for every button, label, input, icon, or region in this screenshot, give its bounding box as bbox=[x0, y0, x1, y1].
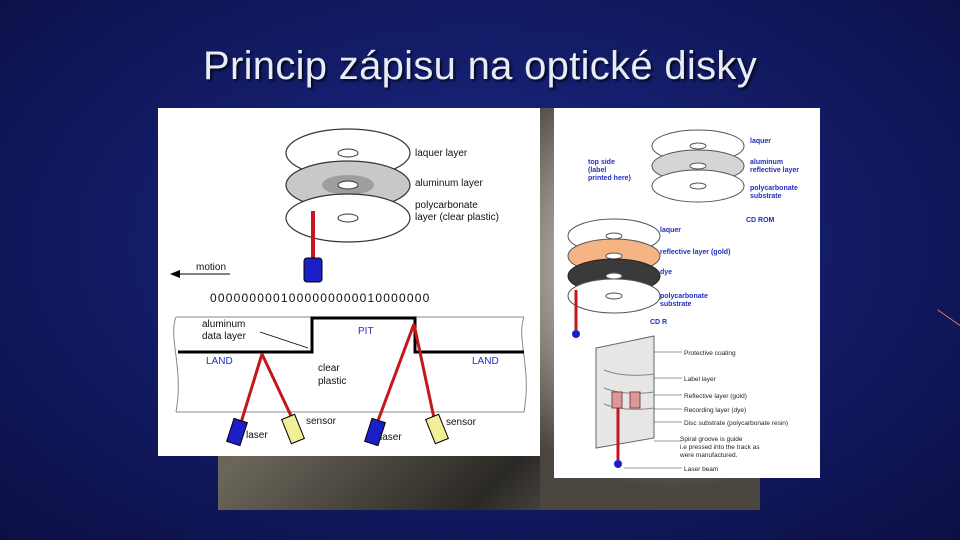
label-clear-plastic-layer: layer (clear plastic) bbox=[415, 212, 499, 223]
label-top-side-3: printed here) bbox=[588, 175, 631, 182]
bit-sequence: 0000000001000000000010000000 bbox=[210, 291, 430, 305]
cd-rom-cd-r-diagram: laquer aluminum reflective layer polycar… bbox=[554, 108, 820, 478]
laser-beam-right-in bbox=[376, 324, 414, 426]
label-dye: dye bbox=[660, 269, 672, 276]
label-disc-substrate: Disc substrate (polycarbonate resin) bbox=[684, 420, 788, 427]
laser-emitter-top bbox=[304, 258, 322, 282]
label-plastic: plastic bbox=[318, 376, 346, 387]
label-poly2-2: substrate bbox=[660, 301, 692, 308]
label-polycarbonate: polycarbonate bbox=[415, 200, 478, 211]
slide-title: Princip zápisu na optické disky bbox=[0, 44, 960, 89]
label-reflective-gold-2: Reflective layer (gold) bbox=[684, 393, 747, 400]
label-laquer-top: laquer bbox=[750, 138, 771, 145]
label-motion: motion bbox=[196, 262, 226, 273]
disc-cross-section bbox=[596, 336, 654, 468]
disc-polycarbonate-layer bbox=[286, 194, 410, 242]
label-pit: PIT bbox=[358, 326, 374, 337]
label-alu-1: aluminum bbox=[750, 159, 783, 166]
label-laser-right: laser bbox=[380, 432, 402, 443]
label-protective: Protective coating bbox=[684, 350, 736, 357]
cd-write-diagram: laquer layer aluminum layer polycarbonat… bbox=[158, 108, 540, 456]
label-spiral-2: i.e pressed into the track as bbox=[680, 444, 760, 451]
label-laquer-mid: laquer bbox=[660, 227, 681, 234]
label-spiral-1: Spiral groove is guide bbox=[680, 436, 743, 443]
label-aluminum: aluminum bbox=[202, 319, 245, 330]
laser-beam-left-in bbox=[240, 354, 262, 426]
laser-emitter-left bbox=[227, 418, 248, 445]
label-land-right: LAND bbox=[472, 356, 499, 367]
label-alu-2: reflective layer bbox=[750, 167, 799, 174]
label-aluminum-layer: aluminum layer bbox=[415, 178, 483, 189]
label-data-layer: data layer bbox=[202, 331, 247, 342]
label-clear: clear bbox=[318, 363, 340, 374]
label-label-layer: Label layer bbox=[684, 376, 717, 383]
label-laser-beam: Laser beam bbox=[684, 466, 718, 473]
label-sensor-left: sensor bbox=[306, 416, 337, 427]
sensor-right bbox=[426, 414, 449, 443]
label-cd-r: CD R bbox=[650, 319, 667, 326]
laser-beam-left-out bbox=[262, 354, 293, 420]
label-poly-2: substrate bbox=[750, 193, 782, 200]
label-land-left: LAND bbox=[206, 356, 233, 367]
label-poly-1: polycarbonate bbox=[750, 185, 798, 192]
laser-beam-right-out bbox=[414, 324, 434, 418]
label-spiral-3: were manufactured. bbox=[679, 452, 738, 459]
label-cd-rom: CD ROM bbox=[746, 217, 775, 224]
label-poly2-1: polycarbonate bbox=[660, 293, 708, 300]
label-laquer-layer: laquer layer bbox=[415, 148, 468, 159]
label-top-side-2: (label bbox=[588, 167, 606, 174]
label-reflective-gold: reflective layer (gold) bbox=[660, 249, 730, 256]
label-recording: Recording layer (dye) bbox=[684, 407, 746, 414]
label-laser-left: laser bbox=[246, 430, 268, 441]
label-sensor-right: sensor bbox=[446, 417, 477, 428]
sensor-left bbox=[282, 414, 305, 443]
decorative-line bbox=[937, 309, 960, 327]
label-top-side: top side bbox=[588, 159, 615, 166]
